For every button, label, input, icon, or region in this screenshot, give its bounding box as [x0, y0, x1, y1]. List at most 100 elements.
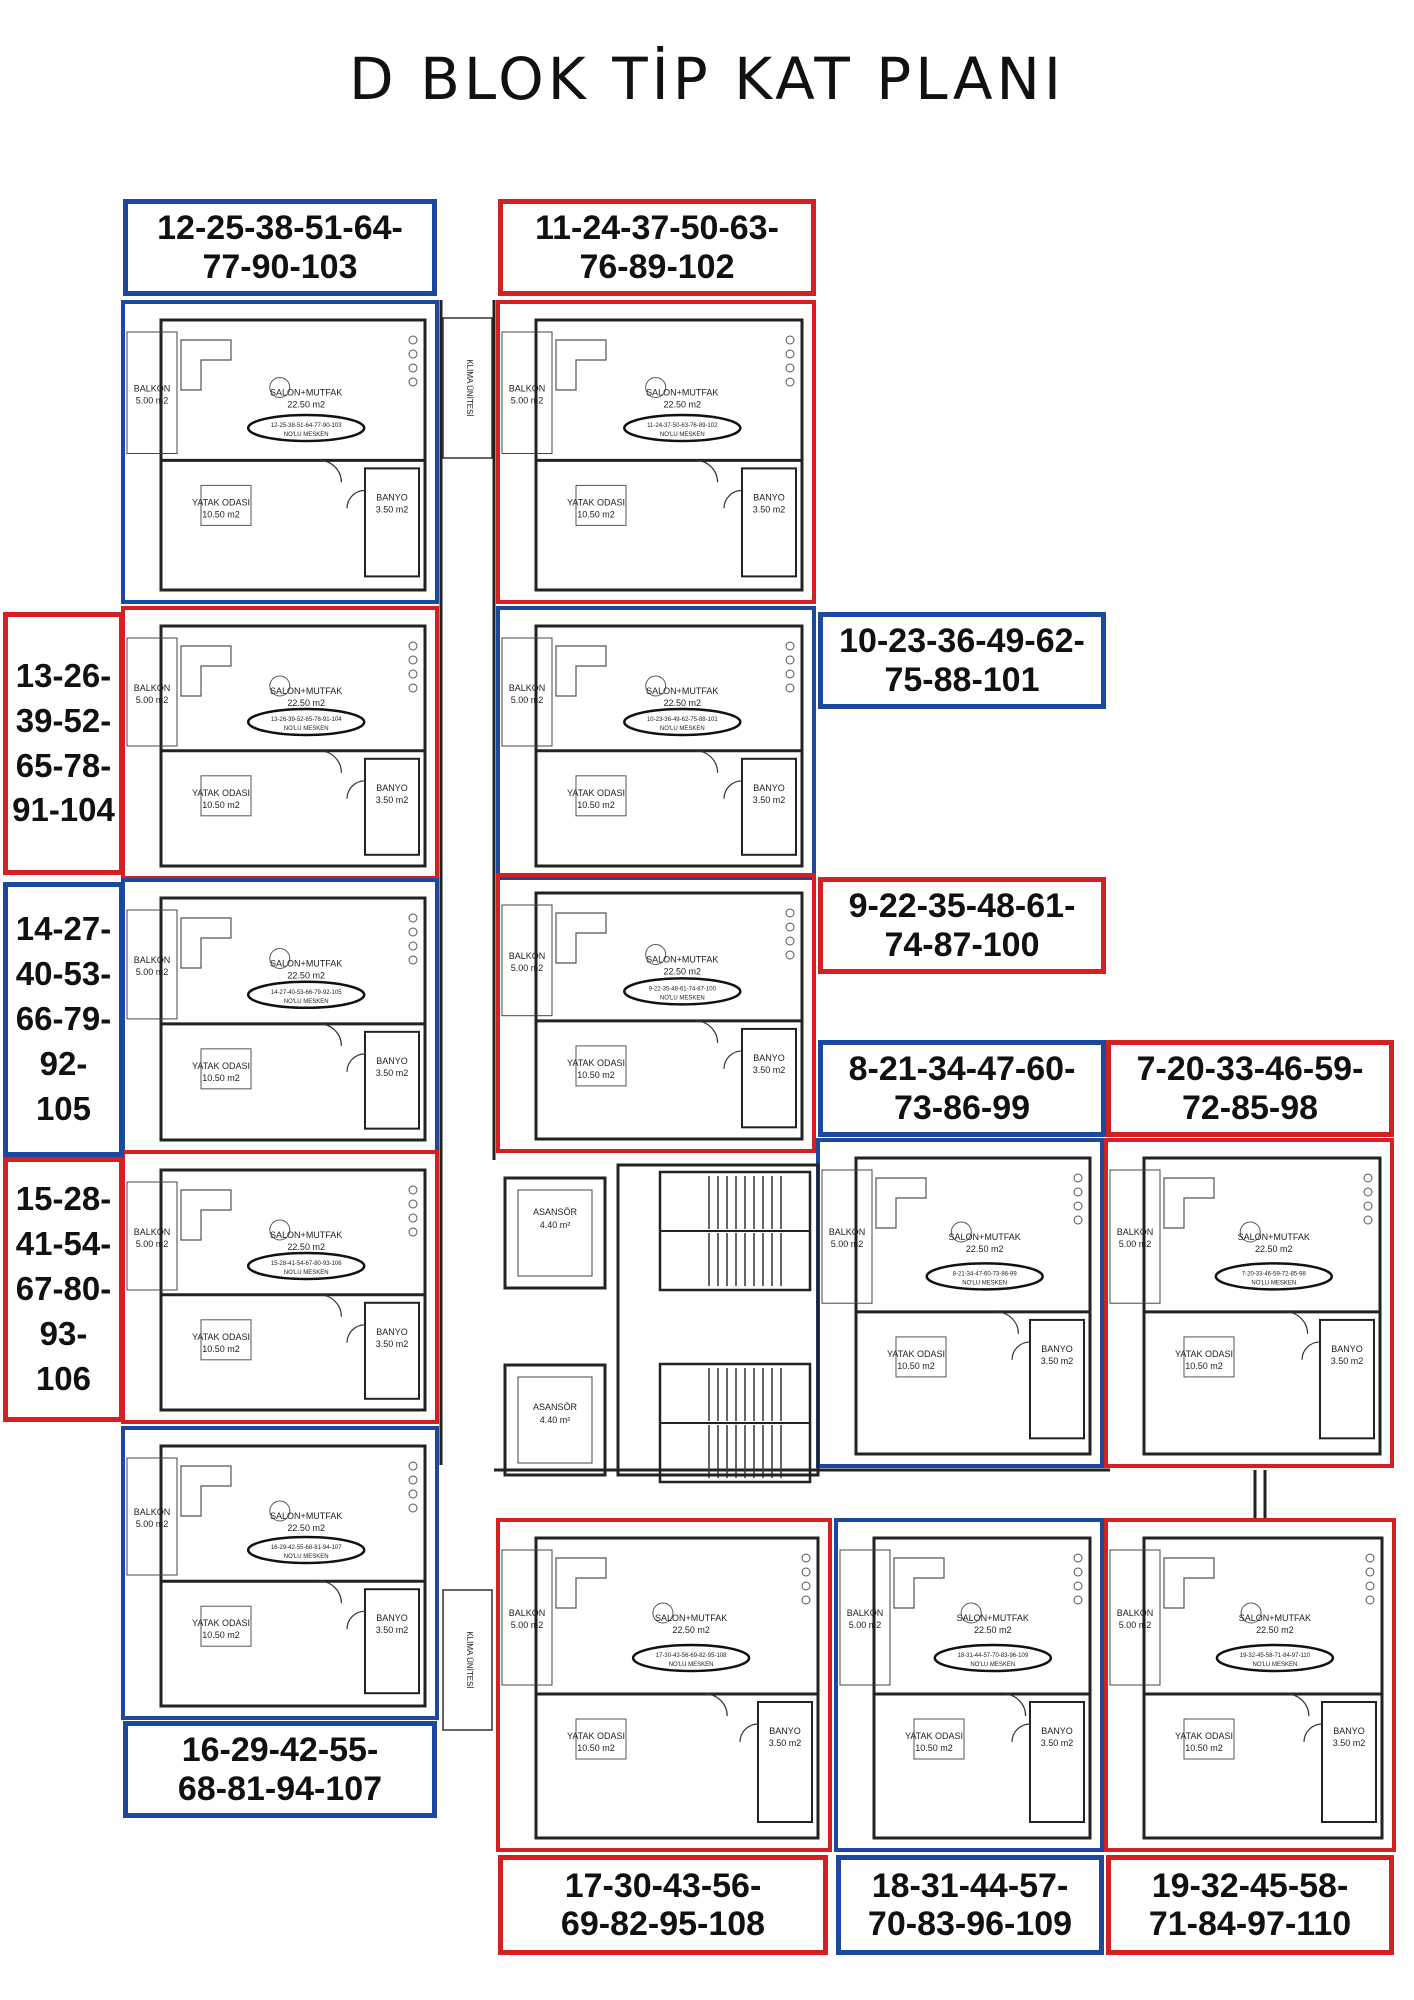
- stove-burner-symbol: [1365, 1595, 1375, 1605]
- apartment-frame: [1104, 1518, 1396, 1852]
- mesken-label: NO'LU MESKEN: [962, 1280, 1007, 1286]
- table-symbol: [269, 948, 291, 969]
- balkon-label-name: BALKON: [829, 1227, 866, 1237]
- bathroom: [364, 1301, 420, 1400]
- door-swing: [723, 780, 743, 799]
- door-swing: [1011, 1723, 1031, 1743]
- door-swing: [319, 750, 342, 773]
- balkon-label-name: BALKON: [134, 955, 171, 965]
- mesken-number: 14-27-40-53-66-79-92-105: [271, 990, 342, 996]
- apartment-frame: [121, 300, 439, 604]
- banyo-label-area: 3.50 m2: [753, 504, 786, 514]
- mesken-number: 7-20-33-46-59-72-85-98: [1242, 1271, 1307, 1277]
- bathroom: [1029, 1318, 1085, 1440]
- salon-label-name: SALON+MUTFAK: [1238, 1232, 1310, 1242]
- balkon-label-name: BALKON: [509, 951, 546, 961]
- mesken-label: NO'LU MESKEN: [284, 432, 329, 438]
- sofa-symbol: [555, 912, 607, 964]
- salon-label-name: SALON+MUTFAK: [646, 388, 718, 398]
- yatak-label-area: 10.50 m2: [577, 1070, 615, 1080]
- banyo-label-area: 3.50 m2: [753, 1065, 786, 1075]
- balkon-label-area: 5.00 m2: [511, 1620, 544, 1630]
- yatak-label-area: 10.50 m2: [577, 1743, 615, 1753]
- mesken-number: 16-29-42-55-68-81-94-107: [271, 1545, 342, 1551]
- mesken-number: 15-28-41-54-67-80-93-106: [271, 1261, 342, 1267]
- mesken-number: 17-30-43-56-69-82-95-108: [656, 1653, 727, 1659]
- table-symbol: [960, 1602, 982, 1624]
- sofa-symbol: [1163, 1177, 1215, 1229]
- door-swing: [346, 1610, 366, 1630]
- table-symbol: [950, 1221, 972, 1243]
- mesken-label: NO'LU MESKEN: [970, 1662, 1015, 1668]
- stove-burner-symbol: [408, 1213, 418, 1223]
- salon-label-area: 22.50 m2: [287, 971, 325, 981]
- balcony: [501, 637, 553, 747]
- mesken-label: NO'LU MESKEN: [1252, 1662, 1297, 1668]
- balcony: [126, 637, 178, 747]
- table-symbol: [645, 377, 667, 398]
- elevator-label: ASANSÖR: [533, 1207, 578, 1217]
- bed-symbol: [200, 1319, 252, 1361]
- door-swing: [346, 1053, 366, 1072]
- salon-label-area: 22.50 m2: [672, 1625, 710, 1635]
- exterior-wall: [159, 318, 427, 592]
- stove-burner-symbol: [408, 641, 418, 651]
- stove-burner-symbol: [801, 1553, 811, 1563]
- bed-symbol: [913, 1718, 965, 1760]
- stove-burner-symbol: [408, 1227, 418, 1237]
- stove-burner-symbol: [1073, 1581, 1083, 1591]
- stove-burner-symbol: [1365, 1567, 1375, 1577]
- sofa-symbol: [893, 1557, 945, 1609]
- stove-burner-symbol: [801, 1567, 811, 1577]
- exterior-wall: [1142, 1156, 1382, 1456]
- yatak-label-area: 10.50 m2: [577, 800, 615, 810]
- balcony: [501, 331, 553, 454]
- table-symbol: [269, 1219, 291, 1241]
- banyo-label-name: BANYO: [753, 783, 785, 793]
- yatak-label-area: 10.50 m2: [202, 1073, 240, 1083]
- balkon-label-area: 5.00 m2: [849, 1620, 882, 1630]
- stove-burner-symbol: [785, 950, 795, 960]
- mesken-label: NO'LU MESKEN: [1251, 1280, 1296, 1286]
- stove-burner-symbol: [1363, 1201, 1373, 1211]
- stove-burner-symbol: [408, 655, 418, 665]
- unit-number-label-u17: 17-30-43-56- 69-82-95-108: [498, 1855, 828, 1955]
- stove-burner-symbol: [408, 1199, 418, 1209]
- salon-label-name: SALON+MUTFAK: [270, 388, 342, 398]
- door-swing: [319, 459, 342, 483]
- apartment-frame: [121, 1150, 439, 1424]
- banyo-label-name: BANYO: [376, 1056, 408, 1066]
- yatak-label-name: YATAK ODASI: [192, 1332, 250, 1342]
- stove-burner-symbol: [1365, 1581, 1375, 1591]
- mesken-number: 9-22-35-48-61-74-87-100: [649, 986, 717, 992]
- stove-burner-symbol: [408, 669, 418, 679]
- bathroom: [364, 1588, 420, 1695]
- apartment-frame: [834, 1518, 1104, 1852]
- salon-label-area: 22.50 m2: [287, 698, 325, 708]
- exterior-wall: [534, 624, 804, 868]
- balkon-label-area: 5.00 m2: [831, 1239, 864, 1249]
- yatak-label-area: 10.50 m2: [577, 509, 615, 519]
- ac-unit: [442, 317, 493, 459]
- door-swing: [319, 1580, 342, 1604]
- mesken-number: 18-31-44-57-70-83-96-109: [957, 1653, 1028, 1659]
- salon-label-name: SALON+MUTFAK: [270, 686, 342, 696]
- balkon-label-area: 5.00 m2: [1119, 1620, 1152, 1630]
- bathroom: [364, 467, 420, 578]
- balkon-label-area: 5.00 m2: [136, 1239, 169, 1249]
- banyo-label-area: 3.50 m2: [376, 1068, 409, 1078]
- mesken-ellipse: [246, 707, 366, 737]
- balkon-label-name: BALKON: [509, 1608, 546, 1618]
- exterior-wall: [534, 891, 804, 1141]
- exterior-wall: [159, 1444, 427, 1708]
- salon-label-name: SALON+MUTFAK: [646, 686, 718, 696]
- yatak-label-area: 10.50 m2: [202, 1344, 240, 1354]
- balkon-label-area: 5.00 m2: [1119, 1239, 1152, 1249]
- stove-burner-symbol: [1073, 1173, 1083, 1183]
- salon-label-name: SALON+MUTFAK: [646, 955, 718, 965]
- stove-burner-symbol: [1073, 1201, 1083, 1211]
- balcony: [821, 1169, 873, 1304]
